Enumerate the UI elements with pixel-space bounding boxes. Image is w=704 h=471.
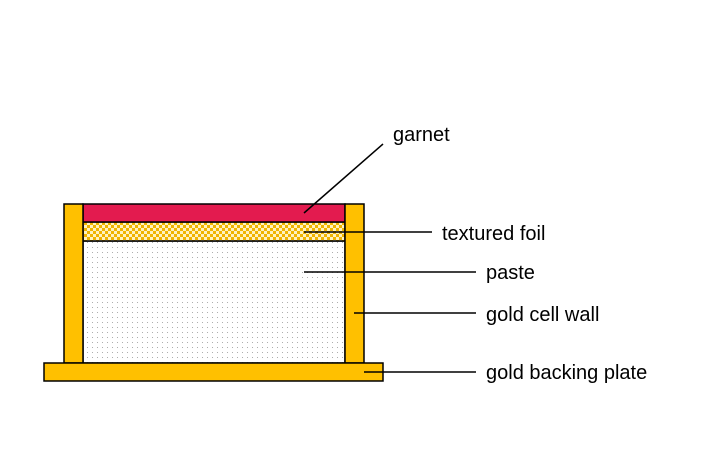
garnet-layer	[82, 203, 346, 223]
garnet-leader-line	[303, 143, 384, 214]
gold-cell-wall-label: gold cell wall	[486, 304, 599, 326]
gold-backing-plate	[43, 362, 384, 382]
gold-cell-wall-left	[63, 203, 84, 364]
gold-cell-wall-right	[344, 203, 365, 364]
garnet-label: garnet	[393, 124, 450, 146]
paste-label: paste	[486, 262, 535, 284]
gold-backing-plate-label: gold backing plate	[486, 362, 647, 384]
textured-foil-label: textured foil	[442, 223, 545, 245]
paste-layer	[82, 240, 346, 364]
